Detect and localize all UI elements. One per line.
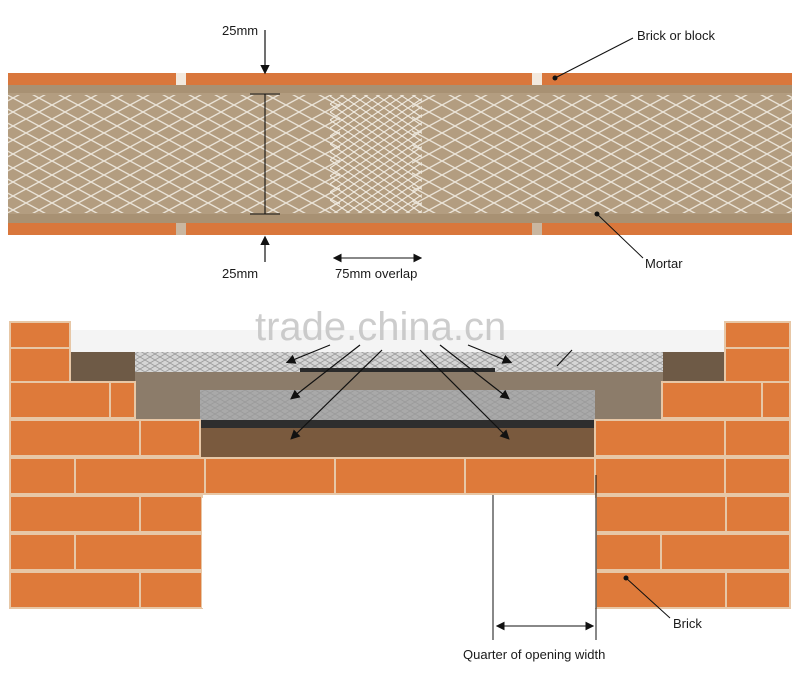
- mortar-bed-section: 25mm 25mm 75mm overlap Brick or block Mo…: [8, 23, 792, 281]
- brick: [139, 571, 203, 609]
- brick: [724, 457, 791, 495]
- brick-label: Brick: [673, 616, 702, 631]
- brick: [334, 457, 466, 495]
- brick: [74, 457, 206, 495]
- mortar-label: Mortar: [645, 256, 683, 271]
- brick: [74, 533, 203, 571]
- brick: [9, 495, 141, 533]
- brick: [9, 419, 141, 457]
- brick: [660, 533, 791, 571]
- overlap-label: 75mm overlap: [335, 266, 417, 281]
- brick: [9, 381, 111, 419]
- brick-courses: [9, 321, 791, 609]
- brick: [139, 495, 203, 533]
- brick: [9, 457, 76, 495]
- watermark: trade.china.cn: [255, 305, 506, 349]
- brick: [724, 321, 791, 349]
- quarter-width-label: Quarter of opening width: [463, 647, 605, 662]
- wall-opening: [202, 498, 596, 608]
- mesh-left: [8, 95, 340, 213]
- mesh-overlap: [330, 95, 422, 213]
- brick: [139, 419, 201, 457]
- brick: [761, 381, 791, 419]
- brick: [661, 381, 763, 419]
- brick: [724, 419, 791, 457]
- brick: [9, 571, 141, 609]
- brick: [595, 571, 727, 609]
- brick: [595, 495, 727, 533]
- brick: [595, 533, 662, 571]
- brick: [9, 321, 71, 349]
- brick: [204, 457, 336, 495]
- brick-strip-bottom: [8, 223, 792, 235]
- dim-top-label: 25mm: [222, 23, 258, 38]
- brick: [594, 419, 726, 457]
- brick-wall-section: Quarter of opening width Brick: [9, 321, 791, 662]
- brick: [464, 457, 596, 495]
- brick: [594, 457, 726, 495]
- brick: [9, 345, 71, 383]
- brick: [109, 381, 136, 419]
- brick-or-block-label: Brick or block: [637, 28, 716, 43]
- brick: [725, 571, 791, 609]
- mesh-right: [412, 95, 792, 213]
- brick: [724, 345, 791, 383]
- brick-strip-top: [8, 73, 792, 85]
- dim-bottom-label: 25mm: [222, 266, 258, 281]
- brick: [9, 533, 76, 571]
- mesh-pointer-arrows: [285, 344, 573, 440]
- brick: [725, 495, 791, 533]
